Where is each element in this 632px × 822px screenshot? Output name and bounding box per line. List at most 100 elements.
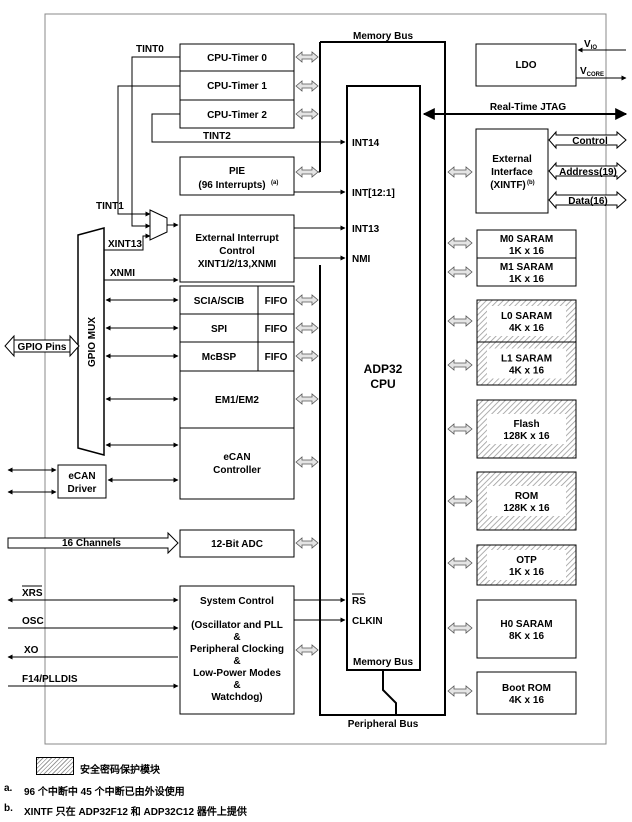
memory-block-name: ROM xyxy=(515,491,538,502)
memory-block-frame xyxy=(476,257,577,287)
cpu-label-line1: ADP32 xyxy=(364,362,403,376)
ldo-label: LDO xyxy=(515,60,536,71)
tint1-line xyxy=(117,85,180,217)
gpio-pins-label: GPIO Pins xyxy=(18,342,67,353)
cpu-label-line2: CPU xyxy=(370,377,395,391)
ecan-controller-block xyxy=(179,427,295,500)
xint13-label: XINT13 xyxy=(108,239,142,250)
cpu-to-peripheral-bus xyxy=(382,670,397,715)
mcbsp-fifo-label: FIFO xyxy=(265,352,288,363)
note-b-mark: b. xyxy=(4,803,13,814)
memory-block-name: L1 SARAM xyxy=(501,354,552,365)
xint-label-line1: External Interrupt xyxy=(195,233,279,244)
gpio-pins-arrow-left xyxy=(4,334,15,358)
tint2-label: TINT2 xyxy=(203,131,231,142)
peripheral-bus-label: Peripheral Bus xyxy=(348,719,419,730)
interrupt-mux xyxy=(149,209,168,241)
memory-block-name: M1 SARAM xyxy=(500,262,553,273)
cpu-signal-int14: INT14 xyxy=(352,138,380,149)
adc-label: 12-Bit ADC xyxy=(211,539,263,550)
xintf-address-label: Address(19) xyxy=(559,167,617,178)
memory-block-frame xyxy=(476,671,577,715)
cpu-signal-nmi: NMI xyxy=(352,254,371,265)
ecan-driver-line1: eCAN xyxy=(68,471,95,482)
memory-block-label-bg xyxy=(487,414,566,444)
xint-label-line2: Control xyxy=(219,246,255,257)
tint0-label: TINT0 xyxy=(136,44,164,55)
ecan-driver-line2: Driver xyxy=(68,484,97,495)
cpu-timer-1 xyxy=(179,70,295,101)
memory-block-name: L0 SARAM xyxy=(501,311,552,322)
xo-label: XO xyxy=(24,645,39,656)
system-control-line-5: Low-Power Modes xyxy=(193,668,281,679)
memory-block-size: 1K x 16 xyxy=(509,246,544,257)
memory-block-size: 128K x 16 xyxy=(503,503,550,514)
memory-bus-inner-label: Memory Bus xyxy=(353,657,413,668)
spi-block xyxy=(179,313,259,343)
system-control-line-6: & xyxy=(233,680,240,691)
xint-block xyxy=(179,214,295,283)
spi-label: SPI xyxy=(211,324,227,335)
system-control-line-1: (Oscillator and PLL xyxy=(191,620,283,631)
vcore-label: VCORE xyxy=(580,66,604,78)
mcbsp-label: McBSP xyxy=(202,352,237,363)
memory-block-label-bg xyxy=(487,486,566,516)
em1-em2-block xyxy=(179,370,295,429)
xint-label-line3: XINT1/2/13,XNMI xyxy=(198,259,277,270)
memory-block-size: 1K x 16 xyxy=(509,274,544,285)
pie-label-line1: PIE xyxy=(229,166,245,177)
memory-block-label-bg xyxy=(487,348,566,379)
memory-block-name: OTP xyxy=(516,555,537,566)
cpu-timer-1-label: CPU-Timer 1 xyxy=(207,81,267,92)
mcbsp-block xyxy=(179,341,259,372)
memory-block-name: Boot ROM xyxy=(502,683,551,694)
mcbsp-fifo-block xyxy=(257,341,295,372)
memory-block-size: 4K x 16 xyxy=(509,366,544,377)
cpu-signal-rs: RS xyxy=(352,596,366,607)
scia-scib-label: SCIA/SCIB xyxy=(194,296,245,307)
left-bus-arrows xyxy=(295,51,319,656)
cpu-box xyxy=(346,85,421,671)
em1-em2-label: EM1/EM2 xyxy=(215,395,259,406)
memory-block-frame xyxy=(476,599,577,659)
tint0-line xyxy=(131,56,180,229)
memory-block-label-bg xyxy=(487,306,566,336)
vio-label: VIO xyxy=(584,39,597,51)
pie-label-line2: (96 Interrupts) xyxy=(198,180,265,191)
note-b-text: XINTF 只在 ADP32F12 和 ADP32C12 器件上提供 xyxy=(24,807,247,818)
note-a-text: 96 个中断中 45 个中断已由外设使用 xyxy=(24,787,185,798)
xintf-note-mark: (b) xyxy=(527,180,535,186)
ecan-driver-block xyxy=(57,464,107,499)
memory-block-label-bg xyxy=(487,550,566,580)
xrs-label: XRS xyxy=(22,588,43,599)
cpu-timer-2-label: CPU-Timer 2 xyxy=(207,110,267,121)
system-control-line-2: & xyxy=(233,632,240,643)
cpu-timer-0-label: CPU-Timer 0 xyxy=(207,53,267,64)
xintf-line1: External xyxy=(492,154,532,165)
spi-fifo-label: FIFO xyxy=(265,324,288,335)
tint2-line xyxy=(151,113,346,145)
system-control-line-4: & xyxy=(233,656,240,667)
gpio-pins-arrow-right xyxy=(69,334,80,358)
ldo-block xyxy=(475,43,577,87)
chip-boundary xyxy=(44,13,607,745)
xintf-data-label: Data(16) xyxy=(568,196,607,207)
cpu-signal-clkin: CLKIN xyxy=(352,616,383,627)
secure-legend-swatch xyxy=(36,757,74,775)
sci-fifo-label: FIFO xyxy=(265,296,288,307)
memory-bus-top-label: Memory Bus xyxy=(353,31,413,42)
system-control-block xyxy=(179,585,295,715)
tint1-label: TINT1 xyxy=(96,201,124,212)
adc-channels-label: 16 Channels xyxy=(62,538,121,549)
ecan-controller-line1: eCAN xyxy=(223,452,250,463)
